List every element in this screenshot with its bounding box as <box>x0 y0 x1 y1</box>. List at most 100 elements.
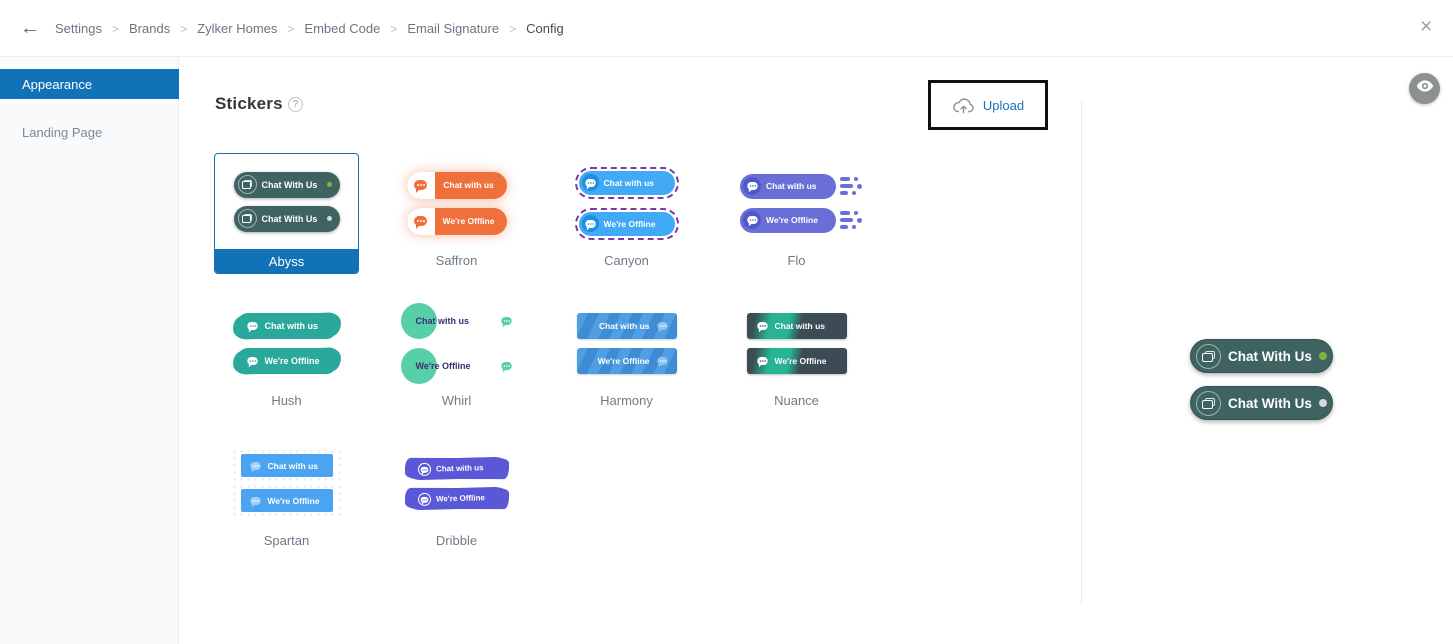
chat-bubble-icon <box>743 177 761 195</box>
sticker-name: Nuance <box>774 393 819 408</box>
circle-accent-icon <box>400 302 437 339</box>
back-arrow-icon[interactable]: ← <box>20 17 40 39</box>
offline-status-dot <box>1318 399 1327 407</box>
breadcrumb-embed-code[interactable]: Embed Code <box>304 21 381 36</box>
upload-highlight-box: Upload <box>928 80 1048 130</box>
spartan-online-text: Chat with us <box>267 460 319 471</box>
breadcrumb-brands[interactable]: Brands <box>129 21 171 36</box>
chat-bubble-icon <box>756 321 768 332</box>
chat-bubble-icon <box>743 211 761 229</box>
sticker-option-dribble[interactable]: Chat with us We're Offline Dribble <box>384 433 529 553</box>
chat-copy-icon <box>1196 343 1221 369</box>
sticker-image-canyon: Chat with us We're Offline <box>554 153 699 253</box>
breadcrumb-separator-icon: > <box>509 21 517 36</box>
sticker-option-saffron[interactable]: Chat with us We're Offline Saffron <box>384 153 529 273</box>
nuance-online-text: Chat with us <box>774 320 826 331</box>
preview-online-pill: Chat With Us <box>1190 339 1333 373</box>
canyon-dashed-outline: We're Offline <box>574 207 679 240</box>
chat-bubble-icon <box>249 496 261 507</box>
sidebar-item-landing-page[interactable]: Landing Page <box>22 124 103 140</box>
dribble-online-text: Chat with us <box>435 462 484 474</box>
nuance-offline-text: We're Offline <box>774 355 827 366</box>
breadcrumb: Settings > Brands > Zylker Homes > Embed… <box>55 0 564 57</box>
sticker-option-harmony[interactable]: Chat with us We're Offline Harmony <box>554 293 699 413</box>
offline-status-dot <box>326 216 332 221</box>
chat-bubble-icon <box>581 215 599 232</box>
harmony-online-text: Chat with us <box>598 320 650 331</box>
sticker-option-whirl[interactable]: Chat with us We're Offline Whirl <box>384 293 529 413</box>
chat-bubble-icon <box>246 356 258 367</box>
sticker-name: Whirl <box>441 393 472 408</box>
nuance-online-pill: Chat with us <box>746 312 847 339</box>
breadcrumb-separator-icon: > <box>111 21 119 36</box>
sticker-option-spartan[interactable]: Chat with us We're Offline Spartan <box>214 433 359 553</box>
abyss-online-pill: Chat With Us <box>233 171 340 198</box>
whirl-online-pill: Chat with us <box>400 302 513 339</box>
content-divider <box>1081 100 1082 605</box>
dribble-offline-pill: We're Offline <box>408 486 505 510</box>
hush-offline-pill: We're Offline <box>235 347 338 374</box>
chat-bubble-icon <box>581 174 599 191</box>
spartan-offline-text: We're Offline <box>267 495 320 506</box>
page-title: Stickers <box>215 94 283 113</box>
help-icon[interactable]: ? <box>288 97 303 112</box>
chat-bubble-icon <box>500 316 512 327</box>
sticker-image-hush: Chat with us We're Offline <box>214 293 359 393</box>
dribble-online-pill: Chat with us <box>408 456 505 480</box>
online-status-dot <box>1318 352 1327 360</box>
harmony-online-pill: Chat with us <box>576 312 677 339</box>
breadcrumb-email-signature[interactable]: Email Signature <box>407 21 500 36</box>
sticker-image-dribble: Chat with us We're Offline <box>384 433 529 533</box>
close-icon[interactable]: × <box>1420 15 1433 38</box>
flo-offline-pill: We're Offline <box>740 207 836 233</box>
harmony-offline-pill: We're Offline <box>576 347 677 374</box>
online-status-dot <box>326 182 332 187</box>
saffron-offline-text: We're Offline <box>442 216 495 226</box>
sticker-option-hush[interactable]: Chat with us We're Offline Hush <box>214 293 359 413</box>
canyon-dashed-outline: Chat with us <box>574 166 679 199</box>
whirl-offline-pill: We're Offline <box>400 347 513 384</box>
sticker-image-spartan: Chat with us We're Offline <box>214 433 359 533</box>
sticker-option-flo[interactable]: Chat with us We're Offline Flo <box>724 153 869 273</box>
saffron-online-pill: Chat with us <box>406 171 507 199</box>
chat-bubble-icon <box>249 461 261 472</box>
upload-label: Upload <box>982 97 1025 113</box>
canyon-offline-text: We're Offline <box>603 218 656 229</box>
breadcrumb-settings[interactable]: Settings <box>55 21 102 36</box>
chat-bubble-icon <box>656 356 668 367</box>
chat-copy-icon <box>237 175 257 194</box>
sticker-option-canyon[interactable]: Chat with us We're Offline Canyon <box>554 153 699 273</box>
flo-online-pill: Chat with us <box>740 173 836 199</box>
abyss-offline-text: Chat With Us <box>261 213 318 224</box>
breadcrumb-zylker-homes[interactable]: Zylker Homes <box>197 21 278 36</box>
chat-bubble-icon <box>417 462 431 476</box>
sticker-name: Spartan <box>263 533 310 548</box>
preview-offline-pill: Chat With Us <box>1190 386 1333 420</box>
hush-online-pill: Chat with us <box>235 312 338 339</box>
sticker-option-abyss[interactable]: Chat With Us Chat With Us Abyss <box>214 153 359 274</box>
chat-bubble-icon <box>756 356 768 367</box>
abyss-online-text: Chat With Us <box>261 179 318 190</box>
upload-button[interactable]: Upload <box>952 96 1024 114</box>
preview-eye-button[interactable] <box>1409 73 1440 104</box>
hush-offline-text: We're Offline <box>264 355 320 366</box>
sticker-name: Flo <box>787 253 806 268</box>
canyon-offline-pill: We're Offline <box>578 211 675 236</box>
nuance-offline-pill: We're Offline <box>746 347 847 374</box>
chat-copy-icon <box>237 209 257 228</box>
sidebar-item-appearance[interactable]: Appearance <box>0 69 179 99</box>
sidebar: Appearance Landing Page <box>0 57 179 644</box>
sticker-option-nuance[interactable]: Chat with us We're Offline Nuance <box>724 293 869 413</box>
breadcrumb-separator-icon: > <box>287 21 295 36</box>
sticker-image-harmony: Chat with us We're Offline <box>554 293 699 393</box>
sticker-image-whirl: Chat with us We're Offline <box>384 293 529 393</box>
chat-bubble-icon <box>406 171 435 199</box>
motion-trail-icon <box>840 211 862 229</box>
sticker-image-flo: Chat with us We're Offline <box>724 153 869 253</box>
chat-copy-icon <box>1196 390 1221 416</box>
breadcrumb-separator-icon: > <box>390 21 398 36</box>
chat-bubble-icon <box>417 492 431 506</box>
whirl-offline-text: We're Offline <box>415 360 471 371</box>
header-bar: ← Settings > Brands > Zylker Homes > Emb… <box>0 0 1453 57</box>
preview-online-text: Chat With Us <box>1228 348 1312 364</box>
